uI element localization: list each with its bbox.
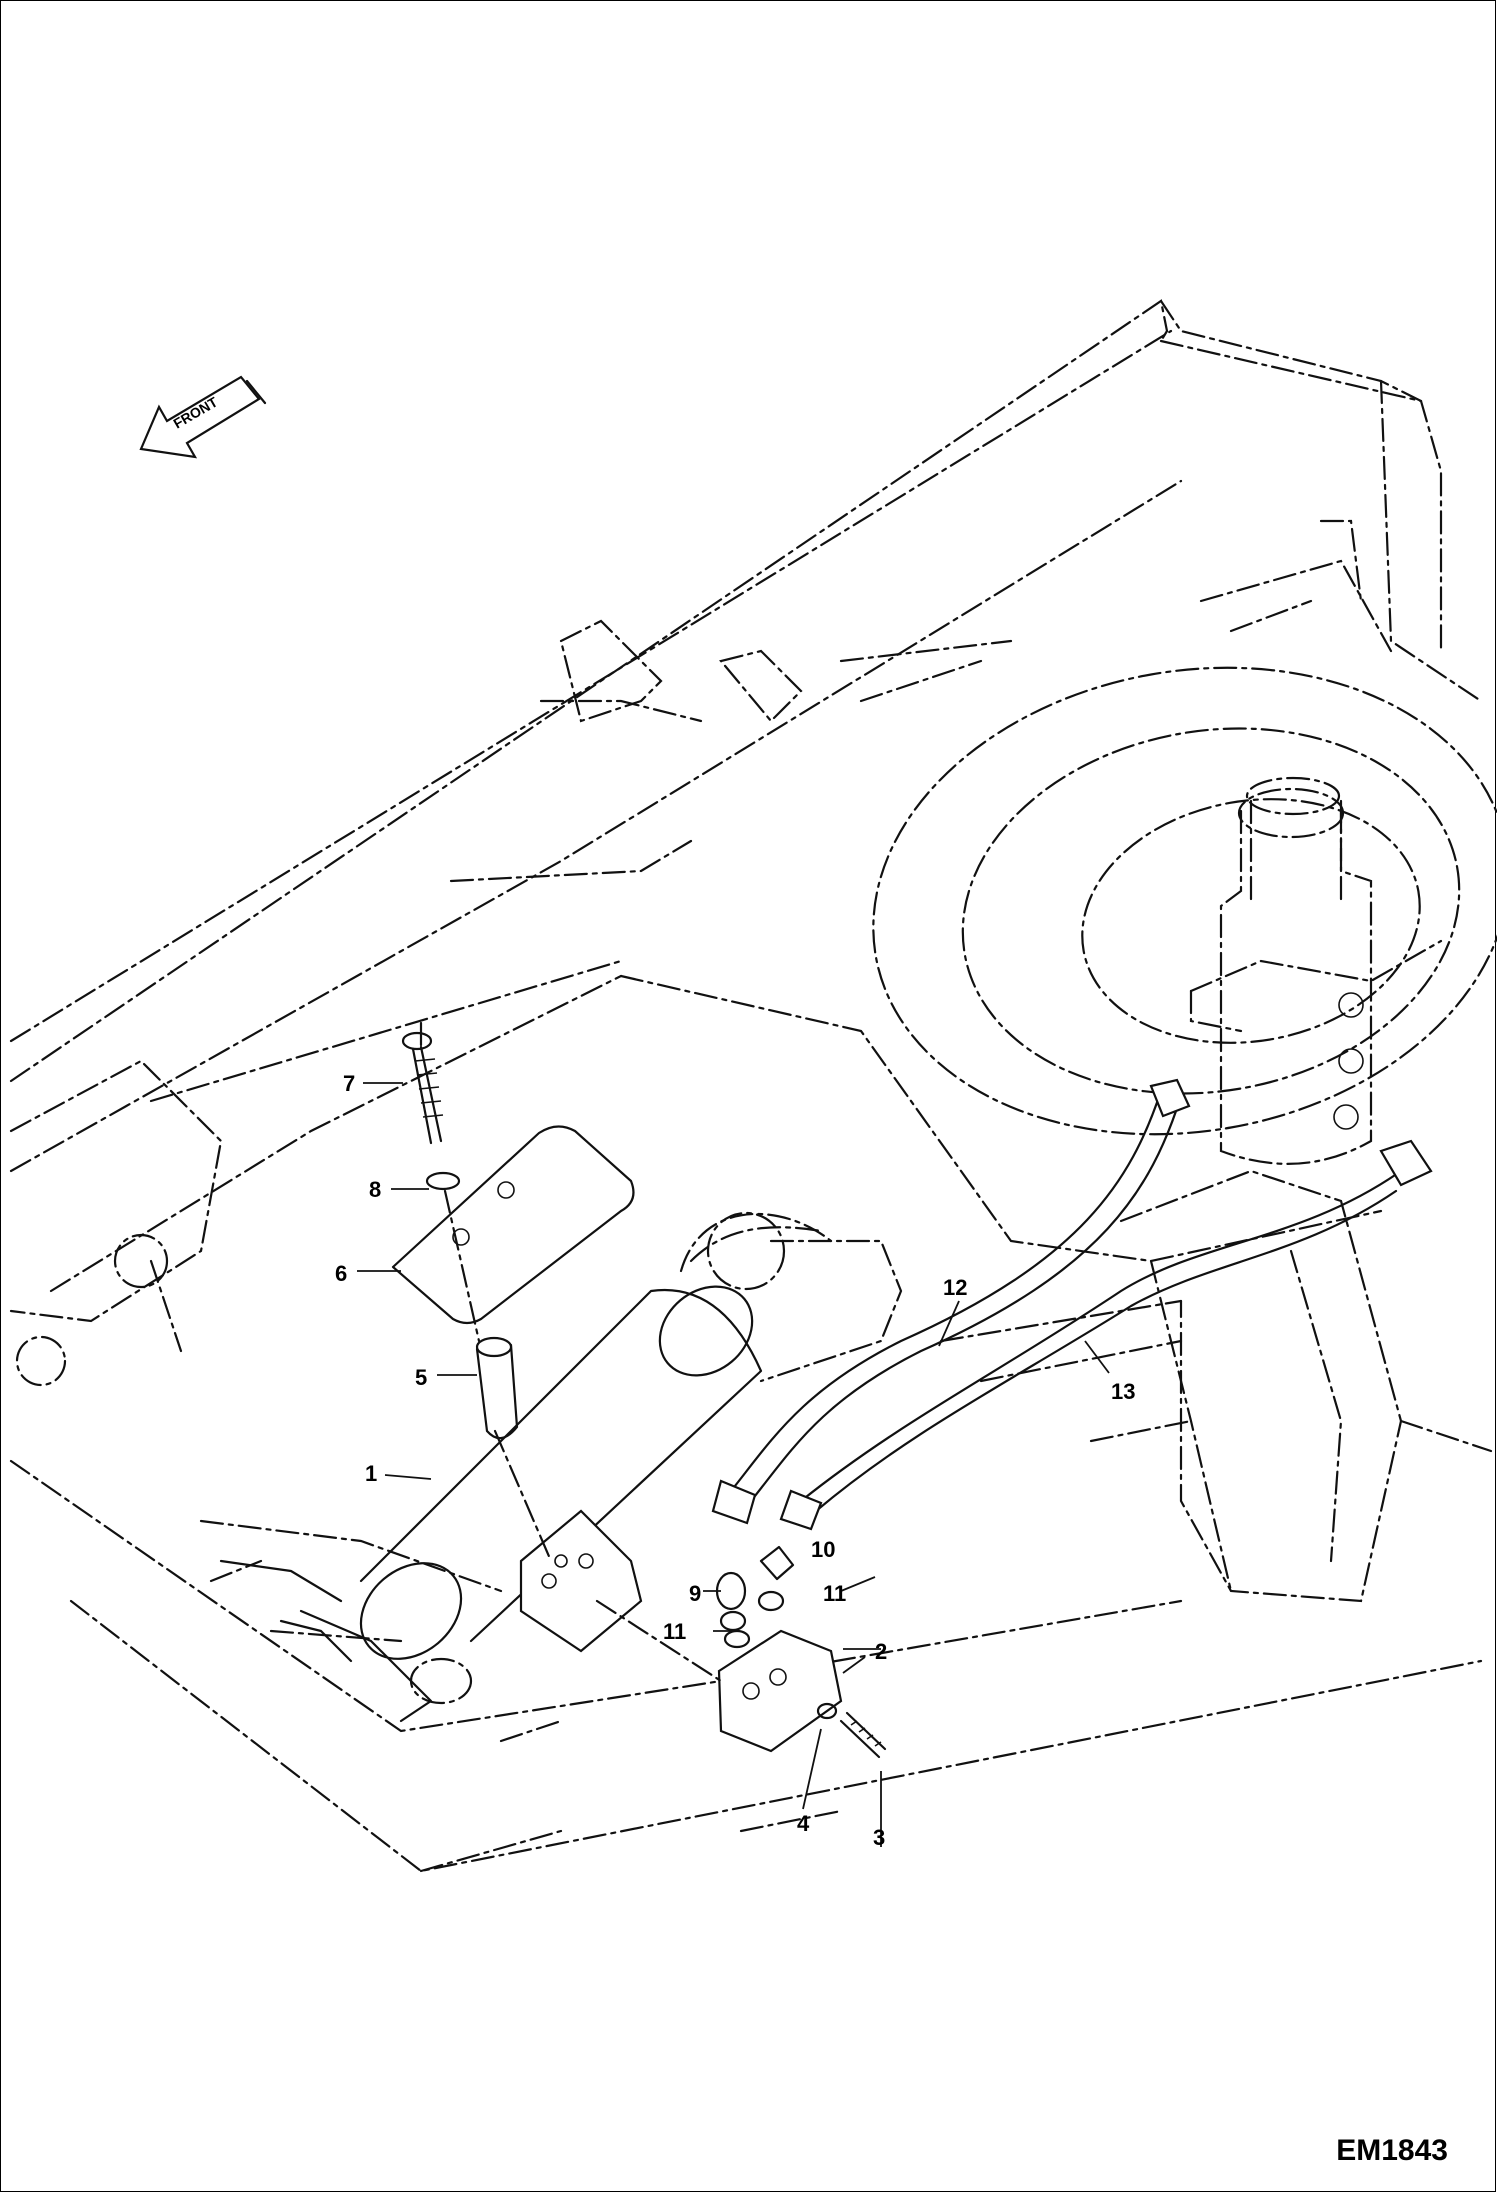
bracket-plate bbox=[391, 1125, 635, 1325]
fittings bbox=[715, 1545, 887, 1759]
callout-5: 5 bbox=[415, 1365, 427, 1390]
callout-6: 6 bbox=[335, 1261, 347, 1286]
callout-12: 12 bbox=[943, 1275, 967, 1300]
mounting-block-lower bbox=[717, 1629, 843, 1753]
leader-lines bbox=[357, 1019, 1110, 1847]
callout-4: 4 bbox=[797, 1811, 810, 1836]
bolt-and-washer-top bbox=[401, 1031, 461, 1191]
hoses bbox=[711, 1078, 1433, 1531]
callout-8: 8 bbox=[369, 1177, 381, 1202]
swivel-joint bbox=[1189, 776, 1443, 1165]
spacer-tube bbox=[475, 1336, 519, 1440]
figure-code: EM1843 bbox=[1336, 2134, 1448, 2167]
callout-13: 13 bbox=[1111, 1379, 1135, 1404]
swing-bearing bbox=[872, 666, 1497, 1136]
mounting-block-upper bbox=[519, 1509, 643, 1653]
callout-3: 3 bbox=[873, 1825, 885, 1850]
callout-9: 9 bbox=[689, 1581, 701, 1606]
callout-7: 7 bbox=[343, 1071, 355, 1096]
callout-10: 10 bbox=[811, 1537, 835, 1562]
callout-1: 1 bbox=[365, 1461, 377, 1486]
cylinder-assembly bbox=[219, 1211, 903, 1723]
callout-2: 2 bbox=[875, 1639, 887, 1664]
callout-11-upper: 11 bbox=[823, 1581, 846, 1606]
callout-labels: 7 8 6 5 1 2 3 4 9 10 11 11 12 13 bbox=[335, 1071, 1135, 1850]
frame-outline bbox=[9, 299, 1493, 1873]
front-direction-arrow: FRONT bbox=[139, 375, 267, 459]
callout-11-lower: 11 bbox=[663, 1619, 686, 1644]
